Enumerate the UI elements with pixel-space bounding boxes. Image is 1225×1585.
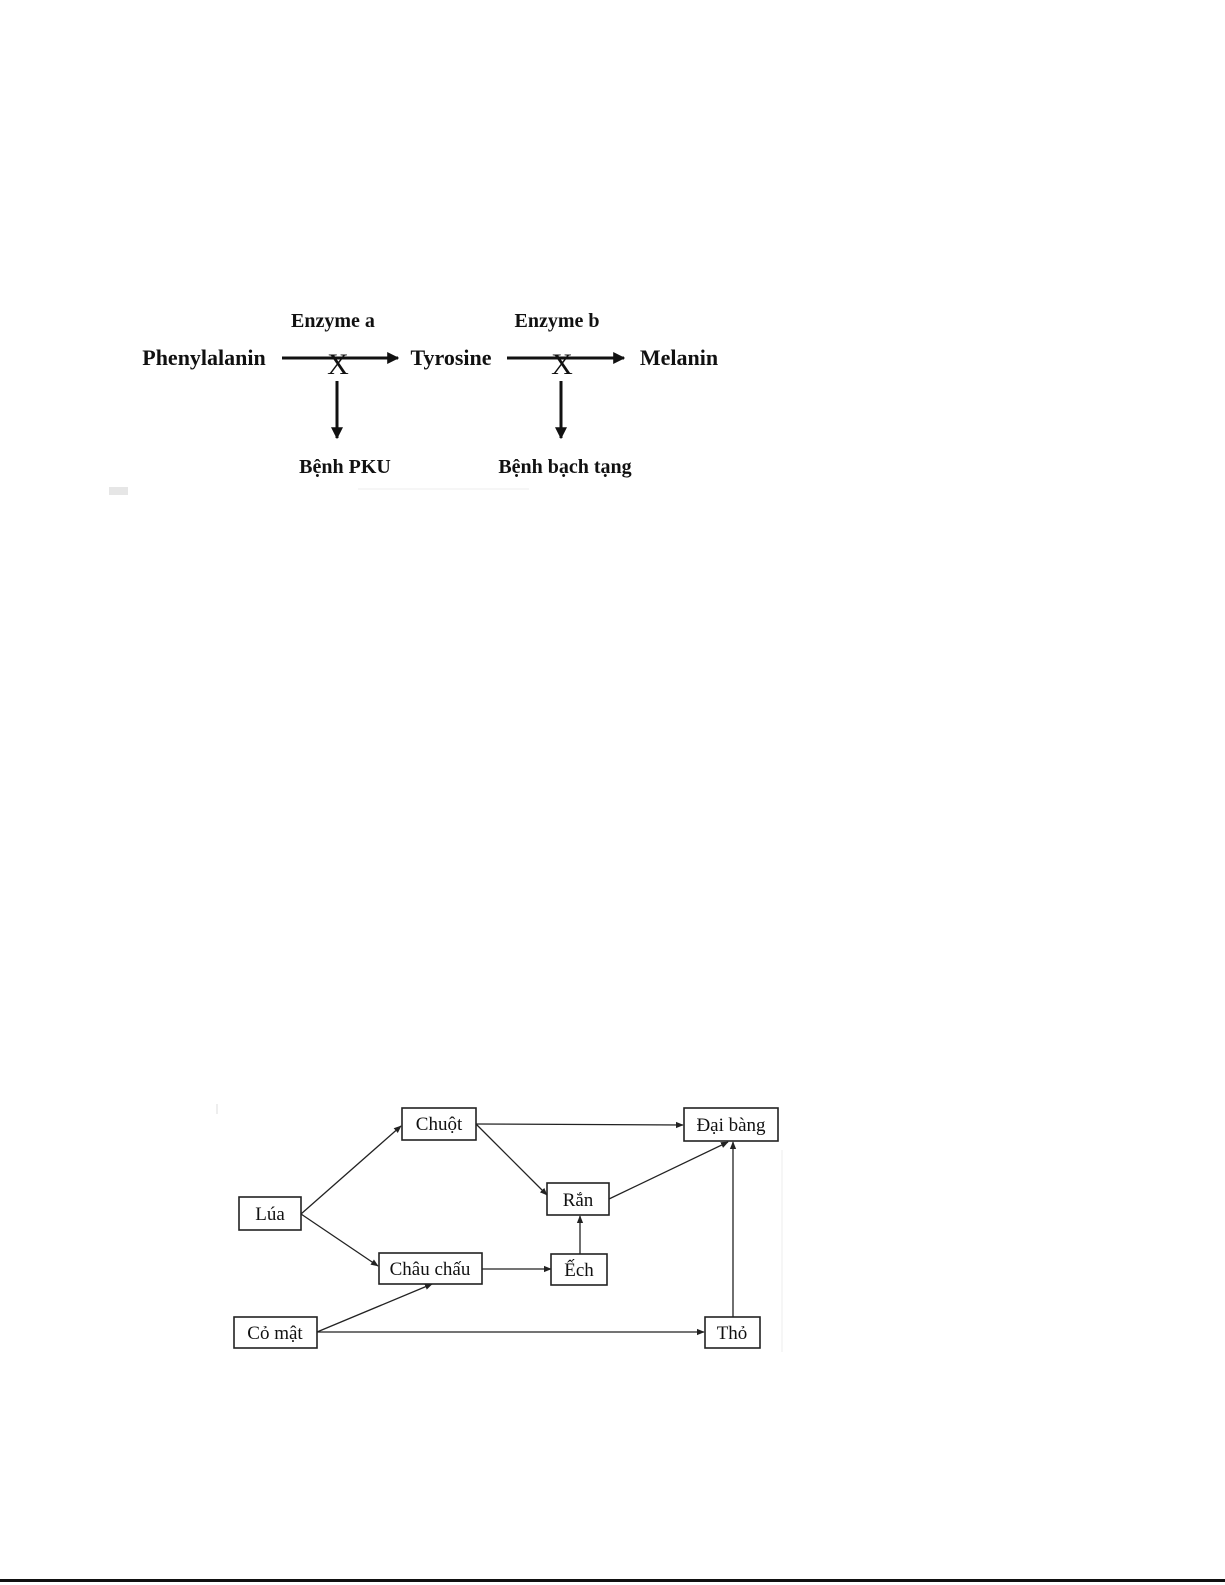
node-co-mat: Cỏ mật	[234, 1317, 317, 1348]
node-dai-bang: Đại bàng	[684, 1108, 778, 1141]
node-tho: Thỏ	[705, 1317, 760, 1348]
node-chau-chau: Châu chấu	[379, 1253, 482, 1284]
disease-albinism-label: Bệnh bạch tạng	[498, 456, 631, 478]
block-mark-b: X	[551, 348, 573, 381]
edge-lua-chau-chau	[301, 1214, 378, 1266]
edge-lua-chuot	[301, 1126, 401, 1214]
metabolic-pathway: Enzyme a Enzyme b Phenylalanin Tyrosine …	[109, 310, 718, 495]
page-bottom-rule	[0, 1579, 1225, 1582]
node-lua: Lúa	[239, 1197, 301, 1230]
node-ran: Rắn	[547, 1183, 609, 1215]
node-co-mat-label: Cỏ mật	[247, 1323, 303, 1344]
node-ech-label: Ếch	[564, 1259, 594, 1281]
node-ran-label: Rắn	[563, 1190, 594, 1211]
enzyme-b-label: Enzyme b	[515, 310, 600, 332]
scan-artifact	[109, 487, 128, 495]
node-dai-bang-label: Đại bàng	[696, 1115, 766, 1136]
enzyme-a-label: Enzyme a	[291, 310, 375, 332]
block-mark-a: X	[327, 348, 349, 381]
edge-ran-dai-bang	[609, 1142, 728, 1199]
node-ech: Ếch	[551, 1254, 607, 1285]
node-chau-chau-label: Châu chấu	[390, 1259, 471, 1280]
melanin-label: Melanin	[640, 345, 718, 370]
node-chuot: Chuột	[402, 1108, 476, 1140]
disease-pku-label: Bệnh PKU	[299, 456, 391, 478]
node-tho-label: Thỏ	[717, 1323, 748, 1344]
phenylalanin-label: Phenylalanin	[142, 345, 265, 370]
edge-chuot-ran	[476, 1124, 547, 1195]
edge-chuot-dai-bang	[476, 1124, 683, 1125]
node-lua-label: Lúa	[255, 1204, 285, 1225]
food-web: Lúa Cỏ mật Chuột Châu chấu Ếch Rắn	[217, 1104, 782, 1352]
tyrosine-label: Tyrosine	[410, 345, 491, 370]
node-chuot-label: Chuột	[416, 1114, 463, 1135]
edge-co-mat-chau-chau	[317, 1284, 432, 1332]
